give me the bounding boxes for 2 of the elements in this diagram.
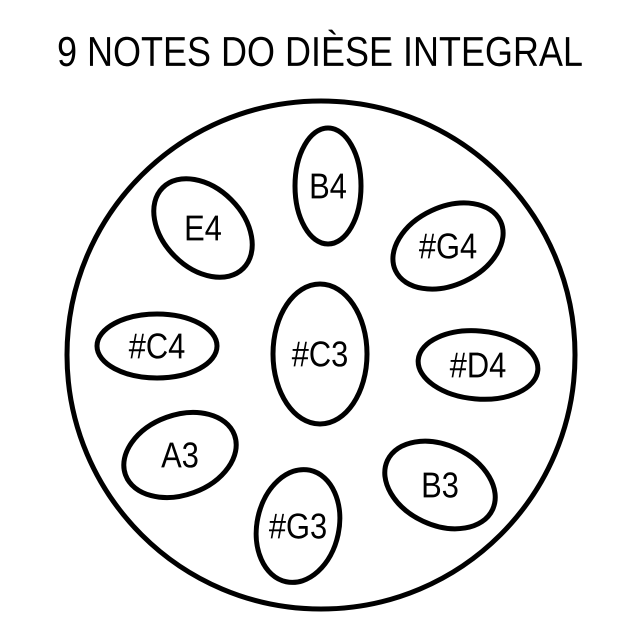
title: 9 NOTES DO DIÈSE INTEGRAL xyxy=(58,30,582,66)
outer-circle xyxy=(64,98,578,612)
